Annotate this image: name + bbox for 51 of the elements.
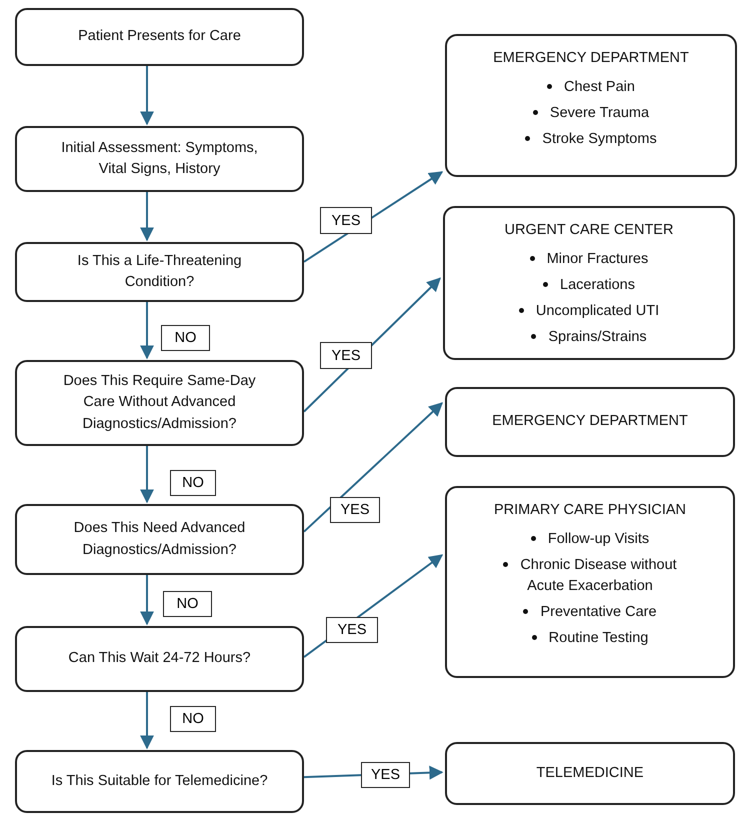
process-box <box>445 742 735 805</box>
edge-label: YES <box>320 342 372 369</box>
node-text: Does This Require Same-Day Care Without Advanced Diagnostics/Admission? <box>62 372 257 434</box>
edge-label: NO <box>161 325 210 351</box>
process-box <box>15 126 304 192</box>
node-heading: URGENT CARE CENTER <box>504 221 674 240</box>
edge-label: YES <box>326 617 378 643</box>
node-text: EMERGENCY DEPARTMENT <box>492 412 688 432</box>
node-text: Is This Suitable for Telemedicine? <box>51 772 268 791</box>
edge-label: YES <box>361 762 410 788</box>
bullet-item: Follow-up Visits <box>548 531 650 548</box>
process-box <box>15 626 304 692</box>
bullet-item: Chronic Disease without Acute Exacerbation <box>520 557 677 594</box>
edge-label: NO <box>163 591 212 617</box>
bullet-item: Severe Trauma <box>550 105 650 122</box>
arrow <box>140 575 154 626</box>
bullet-item: Routine Testing <box>548 630 648 646</box>
process-box <box>15 504 304 575</box>
process-box <box>15 750 304 813</box>
bullet-item: Preventative Care <box>540 604 657 620</box>
node-heading: PRIMARY CARE PHYSICIAN <box>494 501 686 520</box>
bullet-item: Stroke Symptoms <box>542 131 657 148</box>
edge-label: NO <box>170 470 216 496</box>
edge-label: NO <box>170 706 216 732</box>
node-text: Is This a Life-Threatening Condition? <box>76 252 243 292</box>
edge-label: YES <box>330 497 380 523</box>
arrow <box>303 402 444 532</box>
edge-label: YES <box>320 207 372 234</box>
destination-box <box>443 206 735 360</box>
arrow <box>140 446 154 504</box>
arrow <box>140 192 154 242</box>
node-text: TELEMEDICINE <box>536 764 644 783</box>
bullet-item: Sprains/Strains <box>548 329 647 346</box>
node-text: Initial Assessment: Symptoms, Vital Signs, History <box>60 138 259 179</box>
node-text: Patient Presents for Care <box>78 27 241 46</box>
destination-box <box>445 34 737 177</box>
bullet-item: Chest Pain <box>564 79 635 96</box>
bullet-item: Uncomplicated UTI <box>536 303 660 320</box>
arrow <box>140 302 154 360</box>
bullet-item: Minor Fractures <box>546 251 648 268</box>
node-heading: EMERGENCY DEPARTMENT <box>493 49 689 68</box>
node-text: Can This Wait 24-72 Hours? <box>68 649 251 668</box>
process-box <box>15 360 304 446</box>
node-text: Does This Need Advanced Diagnostics/Admission? <box>72 519 246 560</box>
process-box <box>15 8 304 66</box>
arrow <box>140 66 154 126</box>
destination-box <box>445 486 735 678</box>
bullet-item: Lacerations <box>560 277 635 294</box>
process-box <box>15 242 304 302</box>
arrow <box>140 692 154 750</box>
process-box <box>445 387 735 457</box>
